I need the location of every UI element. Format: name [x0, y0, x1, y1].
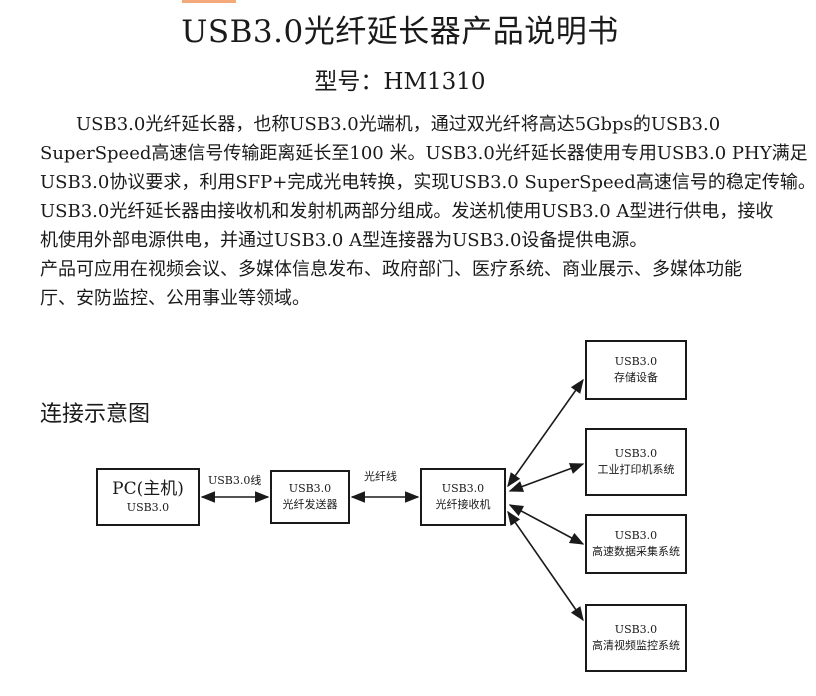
- product-description: USB3.0光纤延长器，也称USB3.0光端机，通过双光纤将高达5Gbps的US…: [40, 110, 816, 313]
- description-line: SuperSpeed高速信号传输距离延长至100 米。USB3.0光纤延长器使用…: [40, 143, 808, 164]
- pc-host-box: PC(主机) USB3.0: [96, 468, 200, 526]
- usb-cable-label: USB3.0线: [208, 474, 262, 487]
- description-line: USB3.0光纤延长器由接收机和发射机两部分组成。发送机使用USB3.0 A型进…: [40, 201, 774, 222]
- pc-host-sub: USB3.0: [126, 501, 170, 514]
- arrow-to-daq: [508, 504, 585, 545]
- device-line1: USB3.0: [614, 447, 658, 460]
- fiber-cable-label: 光纤线: [364, 470, 397, 483]
- description-line: 机使用外部电源供电，并通过USB3.0 A型连接器为USB3.0设备提供电源。: [40, 230, 648, 251]
- device-line2: 工业打印机系统: [597, 463, 675, 476]
- model-number: 型号：HM1310: [314, 69, 486, 95]
- pc-host-label: PC(主机): [112, 479, 184, 499]
- transmitter-box: USB3.0 光纤发送器: [270, 470, 350, 524]
- device-box-cctv: USB3.0 高清视频监控系统: [585, 604, 687, 672]
- transmitter-line1: USB3.0: [288, 482, 332, 495]
- device-box-daq: USB3.0 高速数据采集系统: [585, 514, 687, 574]
- device-line2: 高速数据采集系统: [592, 545, 680, 558]
- device-line2: 存储设备: [614, 371, 658, 384]
- arrow-to-cctv: [507, 510, 584, 622]
- receiver-line2: 光纤接收机: [435, 498, 491, 511]
- diagram-title: 连接示意图: [40, 402, 151, 427]
- description-line: USB3.0协议要求，利用SFP+完成光电转换，实现USB3.0 SuperSp…: [40, 172, 816, 193]
- document-title: USB3.0光纤延长器产品说明书: [181, 14, 619, 50]
- device-box-printer: USB3.0 工业打印机系统: [585, 428, 687, 496]
- device-line1: USB3.0: [614, 623, 658, 636]
- transmitter-line2: 光纤发送器: [282, 498, 338, 511]
- receiver-line1: USB3.0: [441, 482, 485, 495]
- description-line: 厅、安防监控、公用事业等领域。: [40, 288, 310, 309]
- device-box-storage: USB3.0 存储设备: [585, 340, 687, 400]
- arrow-to-storage: [507, 378, 584, 488]
- device-line1: USB3.0: [614, 529, 658, 542]
- description-line: USB3.0光纤延长器，也称USB3.0光端机，通过双光纤将高达5Gbps的US…: [76, 114, 721, 135]
- device-line2: 高清视频监控系统: [592, 639, 680, 652]
- arrow-to-printer: [508, 463, 585, 492]
- receiver-box: USB3.0 光纤接收机: [420, 468, 506, 526]
- description-line: 产品可应用在视频会议、多媒体信息发布、政府部门、医疗系统、商业展示、多媒体功能: [40, 259, 742, 280]
- device-line1: USB3.0: [614, 355, 658, 368]
- accent-bar: [182, 0, 236, 3]
